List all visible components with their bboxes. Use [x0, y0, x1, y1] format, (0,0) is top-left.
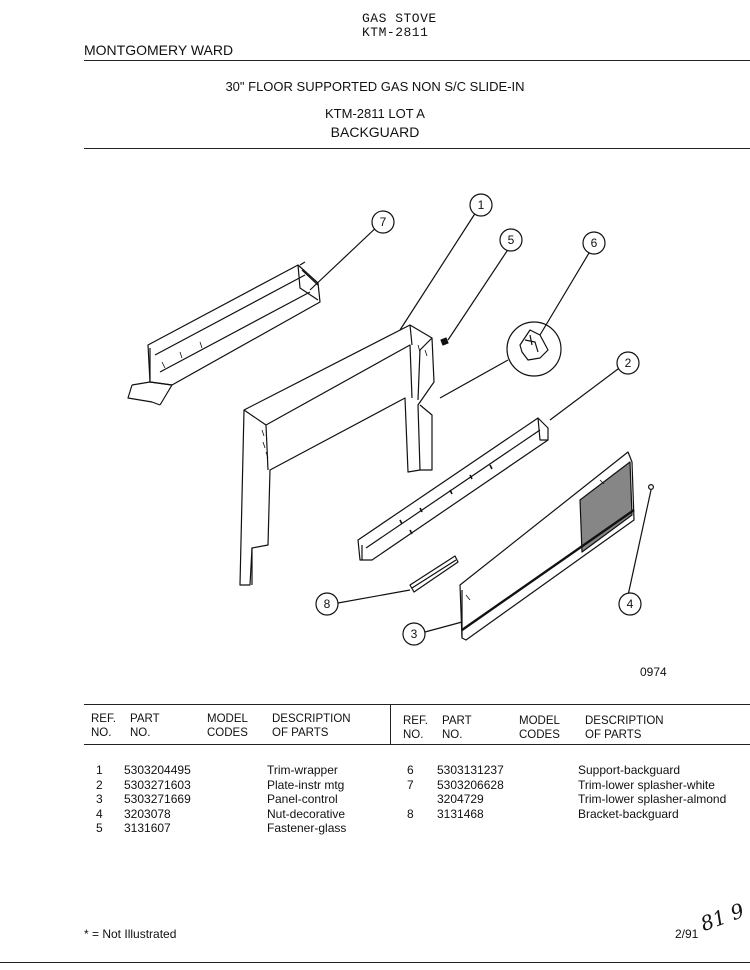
- svg-text:7: 7: [380, 215, 387, 229]
- callout-8: 8: [315, 592, 339, 616]
- left-ref-column: 1 2 3 4 5: [96, 763, 103, 836]
- table-row: 7: [407, 777, 414, 792]
- leader-1: [399, 211, 477, 331]
- table-row: 2: [96, 777, 103, 792]
- brand-name: MONTGOMERY WARD: [84, 42, 234, 58]
- product-model: KTM-2811: [362, 25, 429, 40]
- svg-text:8: 8: [324, 597, 331, 611]
- svg-text:1: 1: [478, 198, 485, 212]
- model-lot: KTM-2811 LOT A: [325, 106, 425, 121]
- header-rule: [84, 60, 750, 61]
- leader-3: [424, 621, 463, 633]
- part-2-plate-instr-mtg: [357, 417, 549, 561]
- part-1-trim-wrapper: [239, 324, 435, 586]
- callout-7: 7: [371, 210, 395, 234]
- table-header-rule: [84, 744, 750, 745]
- section-title: BACKGUARD: [330, 124, 420, 140]
- left-part-column: 5303204495 5303271603 5303271669 3203078…: [124, 763, 191, 835]
- right-ref-column: 6 7 8: [407, 763, 414, 821]
- parts-diagram: 1 5 6 7 2 8 4 3: [127, 193, 654, 646]
- table-row: 1: [96, 763, 103, 777]
- right-description-column: Support-backguard Trim-lower splasher-wh…: [578, 763, 727, 821]
- table-row: 8: [407, 806, 414, 821]
- table-row: 6: [407, 763, 414, 777]
- part-3-panel-control: [459, 451, 635, 641]
- part-4-nut-decorative: [647, 484, 654, 491]
- svg-text:4: 4: [627, 597, 634, 611]
- svg-text:3: 3: [411, 627, 418, 641]
- callout-6: 6: [582, 231, 606, 255]
- part-7-trim-lower-splasher: [127, 261, 321, 406]
- header-ref-no-right: REF.NO.: [403, 715, 428, 741]
- part-8-bracket-backguard: [409, 555, 459, 593]
- leader-6-detail: [439, 359, 509, 399]
- revision-date: 2/91: [675, 927, 699, 941]
- handwritten-mark: 81 9: [697, 898, 748, 936]
- table-top-rule: [84, 704, 750, 705]
- leader-7: [309, 222, 382, 291]
- table-row: 5: [96, 821, 103, 835]
- page-title: 30" FLOOR SUPPORTED GAS NON S/C SLIDE-IN: [225, 79, 525, 94]
- right-part-column: 5303131237 5303206628 3204729 3131468: [437, 763, 504, 821]
- diagram-code: 0974: [640, 665, 667, 679]
- callout-5: 5: [499, 228, 523, 252]
- table-row: 3: [96, 792, 103, 806]
- part-5-fastener-glass: [440, 337, 449, 346]
- callout-1: 1: [469, 193, 493, 217]
- callout-2: 2: [616, 351, 640, 375]
- header-ref-no: REF.NO.: [91, 713, 116, 739]
- footnote-not-illustrated: * = Not Illustrated: [84, 927, 177, 941]
- leader-8: [337, 589, 411, 604]
- left-description-column: Trim-wrapper Plate-instr mtg Panel-contr…: [267, 763, 347, 835]
- svg-text:2: 2: [625, 356, 632, 370]
- leader-4: [626, 489, 652, 601]
- leader-6: [539, 247, 593, 336]
- table-row: [407, 792, 414, 807]
- table-divider: [390, 704, 391, 744]
- product-type: GAS STOVE: [362, 11, 437, 26]
- svg-text:5: 5: [508, 233, 515, 247]
- footer-rule: [0, 962, 750, 963]
- title-rule: [84, 148, 750, 149]
- leader-2: [549, 362, 627, 421]
- svg-text:6: 6: [591, 236, 598, 250]
- callout-4: 4: [618, 592, 642, 616]
- table-row: 4: [96, 806, 103, 821]
- leader-5: [447, 244, 512, 341]
- callout-3: 3: [402, 622, 426, 646]
- part-6-support-backguard: [506, 321, 562, 377]
